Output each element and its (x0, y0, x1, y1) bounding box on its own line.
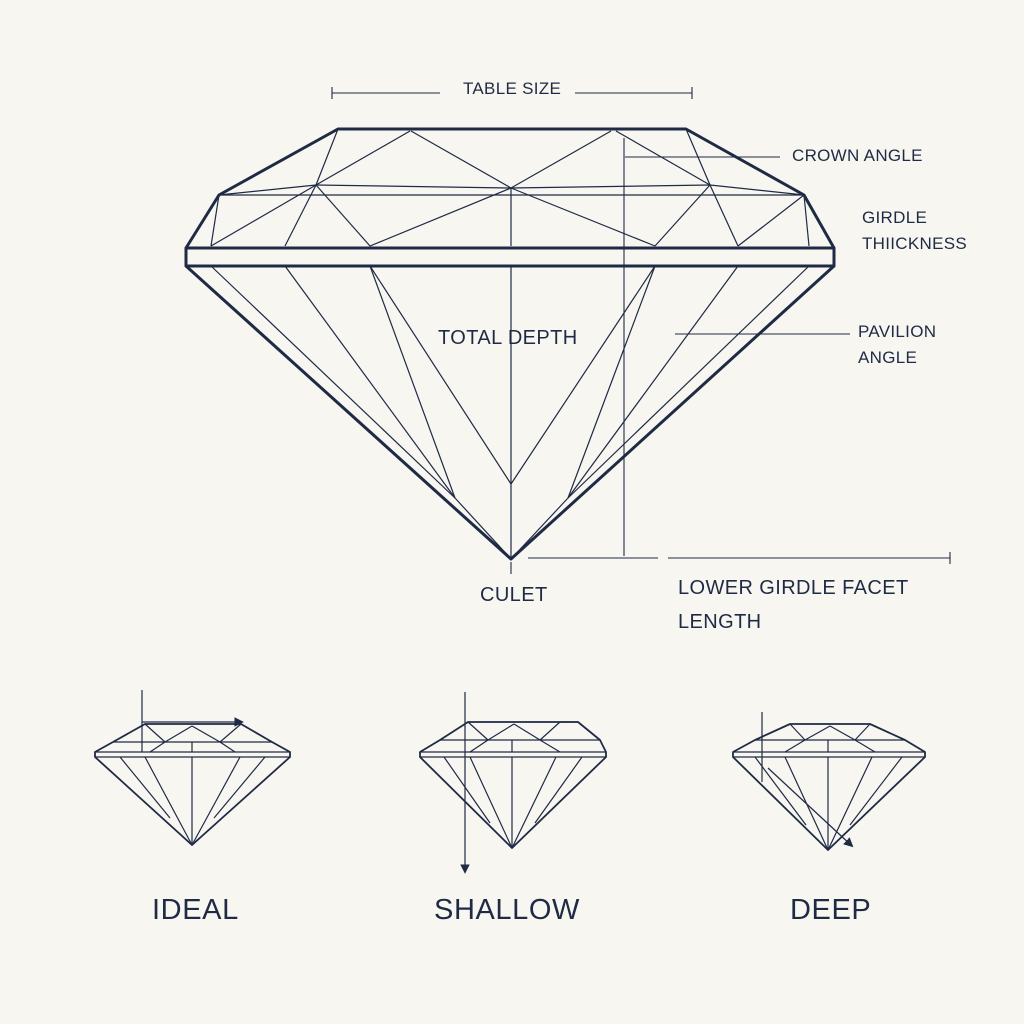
pavilion-angle-line-2: ANGLE (858, 348, 918, 367)
girdle-thickness-line-1: GIRDLE (862, 208, 928, 227)
lower-girdle-facet-line-1: LOWER GIRDLE FACET (678, 577, 909, 599)
crown-outline (184, 127, 836, 249)
girdle-band (184, 246, 836, 268)
ideal-label: IDEAL (152, 894, 239, 926)
crown-facets (210, 128, 810, 247)
main-diamond (184, 127, 836, 561)
lower-girdle-facet-line-2: LENGTH (678, 611, 762, 633)
culet-label: CULET (480, 584, 548, 606)
shallow-label: SHALLOW (434, 894, 581, 926)
pavilion-angle-label: PAVILION ANGLE (858, 323, 936, 366)
total-depth-label: TOTAL DEPTH (438, 327, 578, 349)
ideal-diamond (94, 723, 291, 846)
girdle-thickness-line-2: THIICKNESS (862, 234, 968, 253)
ideal-annotation (141, 690, 244, 752)
pavilion-angle-line-1: PAVILION (858, 322, 937, 341)
shallow-diamond (419, 721, 607, 849)
pavilion-facets (210, 265, 810, 560)
pavilion-outline (184, 264, 836, 561)
crown-angle-label: CROWN ANGLE (792, 146, 923, 165)
deep-label: DEEP (790, 894, 872, 926)
deep-annotation (761, 712, 854, 848)
table-size-label: TABLE SIZE (463, 79, 562, 98)
main-annotations (331, 87, 951, 574)
girdle-thickness-label: GIRDLE THIICKNESS (862, 209, 967, 252)
lower-girdle-facet-length-label: LOWER GIRDLE FACET LENGTH (678, 578, 909, 632)
